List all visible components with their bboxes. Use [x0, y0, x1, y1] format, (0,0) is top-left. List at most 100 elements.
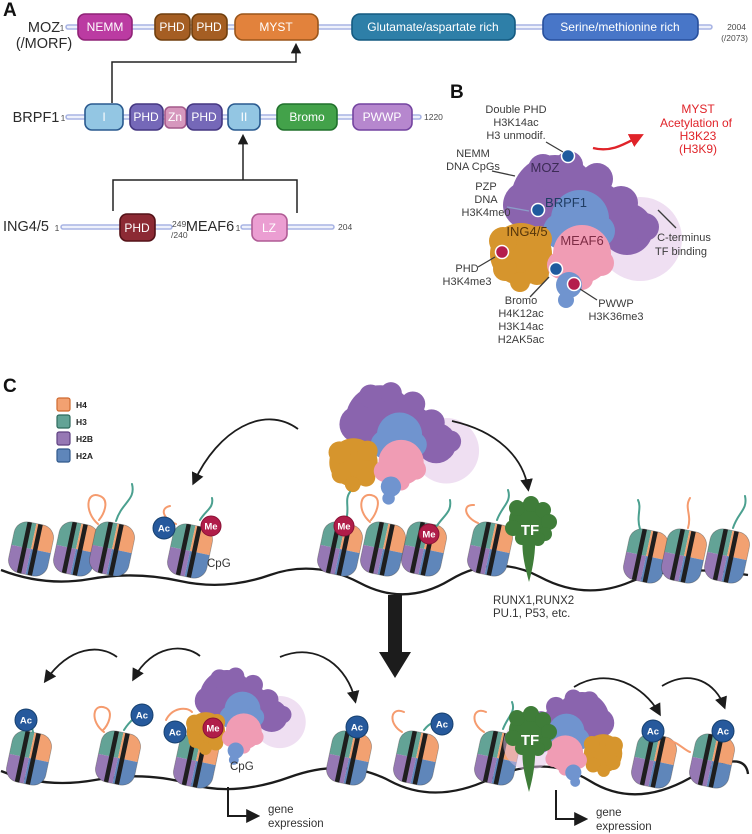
- ing45-domain-phd-label: PHD: [124, 221, 150, 235]
- brpf1-domain-bromo-label: Bromo: [289, 110, 325, 124]
- tf-label: TF: [521, 522, 539, 539]
- annotation-bromo: Bromo H4K12ac H3K14ac H2AK5ac: [498, 276, 550, 346]
- legend-label-h3: H3: [76, 417, 87, 427]
- ac-badge: Ac: [14, 708, 38, 732]
- annotation-myst-line3: H3K23: [680, 129, 717, 143]
- h4-tail: [686, 497, 691, 529]
- h4-tail: [87, 494, 107, 525]
- moz-domain-serine: Serine/methionine rich: [542, 13, 699, 41]
- brpf1-end-residue: 1220: [424, 112, 443, 122]
- ptm-badges-bottom: Ac Ac Ac Ac Ac Ac: [14, 703, 735, 743]
- ptm-dot-phd: [494, 244, 510, 260]
- ptm-dot-bromo: [548, 261, 564, 277]
- brpf1-domain-zn: Zn: [164, 106, 187, 129]
- h3-tail: [435, 499, 452, 528]
- brpf1-domain-i-label: I: [102, 110, 105, 124]
- ac-badge: Ac: [711, 719, 735, 743]
- annotation-pwwp-line2: H3K36me3: [588, 311, 643, 323]
- ptm-dot-pzp: [530, 202, 546, 218]
- brpf1-domain-ii-label: II: [241, 110, 248, 124]
- h3-tail: [496, 489, 510, 521]
- moz-start-residue: 1: [60, 23, 65, 33]
- cpg-label-bottom: CpG: [230, 761, 254, 773]
- ac-badge-label: Ac: [136, 711, 148, 722]
- brpf1-start-residue: 1: [61, 113, 66, 123]
- ac-badge-label: Ac: [158, 524, 170, 535]
- h3-tail: [199, 497, 214, 521]
- brpf1-domain-pwwp: PWWP: [352, 103, 413, 131]
- annotation-c-terminus-line2: TF binding: [655, 246, 707, 258]
- cpg-label-top: CpG: [207, 558, 231, 570]
- moz-domain-glutamate-label: Glutamate/aspartate rich: [367, 20, 498, 34]
- legend-swatch-h2a: [56, 448, 71, 463]
- brpf1-domain-row: BRPF1 1 I PHD Zn PHD II: [13, 103, 443, 131]
- nucleosome: [87, 518, 137, 579]
- ac-badge: Ac: [130, 703, 154, 727]
- annotation-c-terminus-line: [657, 209, 677, 229]
- annotation-myst-red: MYST Acetylation of H3K23 (H3K9): [592, 102, 733, 156]
- meaf6-domain-row: MEAF6 1 LZ 204: [186, 213, 352, 242]
- annotation-nemm-line: [491, 170, 516, 177]
- moz-complex-free: [328, 382, 480, 505]
- h3-tail: [637, 499, 641, 530]
- h4-tail: [465, 503, 479, 524]
- annotation-nemm-line1: NEMM: [456, 148, 490, 160]
- annotation-phd: PHD H3K4me3: [443, 256, 496, 288]
- meaf6-start-residue: 1: [236, 223, 241, 233]
- annotation-myst-line2: Acetylation of: [660, 116, 733, 130]
- blob-moz-label: MOZ: [531, 160, 560, 175]
- ing45-name: ING4/5: [3, 219, 49, 235]
- h4-tail: [93, 705, 111, 733]
- ing45-end-residue: 249: [172, 219, 186, 229]
- annotation-double-phd-line1: Double PHD: [485, 104, 546, 116]
- nucleosome-row-bottom: [4, 727, 737, 791]
- spread-arrow: [43, 648, 118, 684]
- gene-expression-line1: gene: [268, 804, 294, 816]
- moz-name-alt: (/MORF): [16, 36, 72, 52]
- me-badge: Me: [202, 717, 224, 739]
- h4-tail: [473, 709, 487, 733]
- moz-domain-phd2: PHD: [191, 13, 228, 41]
- spread-arrow: [132, 647, 201, 682]
- nucleosome: [391, 727, 441, 788]
- ptm-dot-pwwp: [566, 276, 582, 292]
- me-badge-label: Me: [337, 522, 350, 533]
- me-badge: Me: [418, 523, 440, 545]
- moz-domain-glutamate: Glutamate/aspartate rich: [351, 13, 516, 41]
- annotation-double-phd-line3: H3 unmodif.: [486, 130, 545, 142]
- annotation-phd-line2: H3K4me3: [443, 276, 492, 288]
- legend-swatch-h4: [56, 397, 71, 412]
- brpf1-domain-i: I: [84, 103, 124, 131]
- annotation-myst-line1: MYST: [681, 102, 715, 116]
- ac-badge: Ac: [163, 720, 187, 744]
- nucleosome: [6, 518, 56, 579]
- brpf1-domain-zn-label: Zn: [168, 110, 182, 124]
- nucleosome: [358, 518, 408, 579]
- tf-label: TF: [521, 732, 539, 749]
- h4-tail: [165, 707, 193, 721]
- gene-expression-arrow: [555, 790, 589, 826]
- annotation-phd-line1: PHD: [455, 263, 478, 275]
- blob-meaf6-label: MEAF6: [560, 233, 603, 248]
- moz-domain-myst-label: MYST: [259, 20, 293, 34]
- ing45-start-residue: 1: [55, 223, 60, 233]
- meaf6-domain-lz-label: LZ: [262, 221, 276, 235]
- moz-end-residue: 2004: [727, 22, 746, 32]
- blob-ing45-label: ING4/5: [506, 224, 547, 239]
- nucleosome: [4, 727, 54, 788]
- annotation-pzp-line1: PZP: [475, 181, 496, 193]
- brpf1-domain-phd2-label: PHD: [191, 110, 217, 124]
- moz-name: MOZ: [28, 20, 60, 36]
- meaf6-name: MEAF6: [186, 219, 234, 235]
- moz-domain-phd1-label: PHD: [159, 20, 185, 34]
- recruitment-arrow-right: [451, 420, 533, 492]
- annotation-myst-line4: (H3K9): [679, 142, 717, 156]
- annotation-bromo-line3: H3K14ac: [498, 321, 544, 333]
- annotation-bromo-line: [529, 276, 550, 298]
- gene-expression-arrow: [227, 787, 261, 823]
- annotation-pwwp: PWWP H3K36me3: [579, 288, 644, 323]
- moz-domain-row: MOZ (/MORF) 1 NEMM PHD PHD MYST: [16, 13, 748, 52]
- brpf1-domain-ii: II: [227, 103, 261, 131]
- legend-swatch-h3: [56, 414, 71, 429]
- annotation-bromo-line2: H4K12ac: [498, 308, 544, 320]
